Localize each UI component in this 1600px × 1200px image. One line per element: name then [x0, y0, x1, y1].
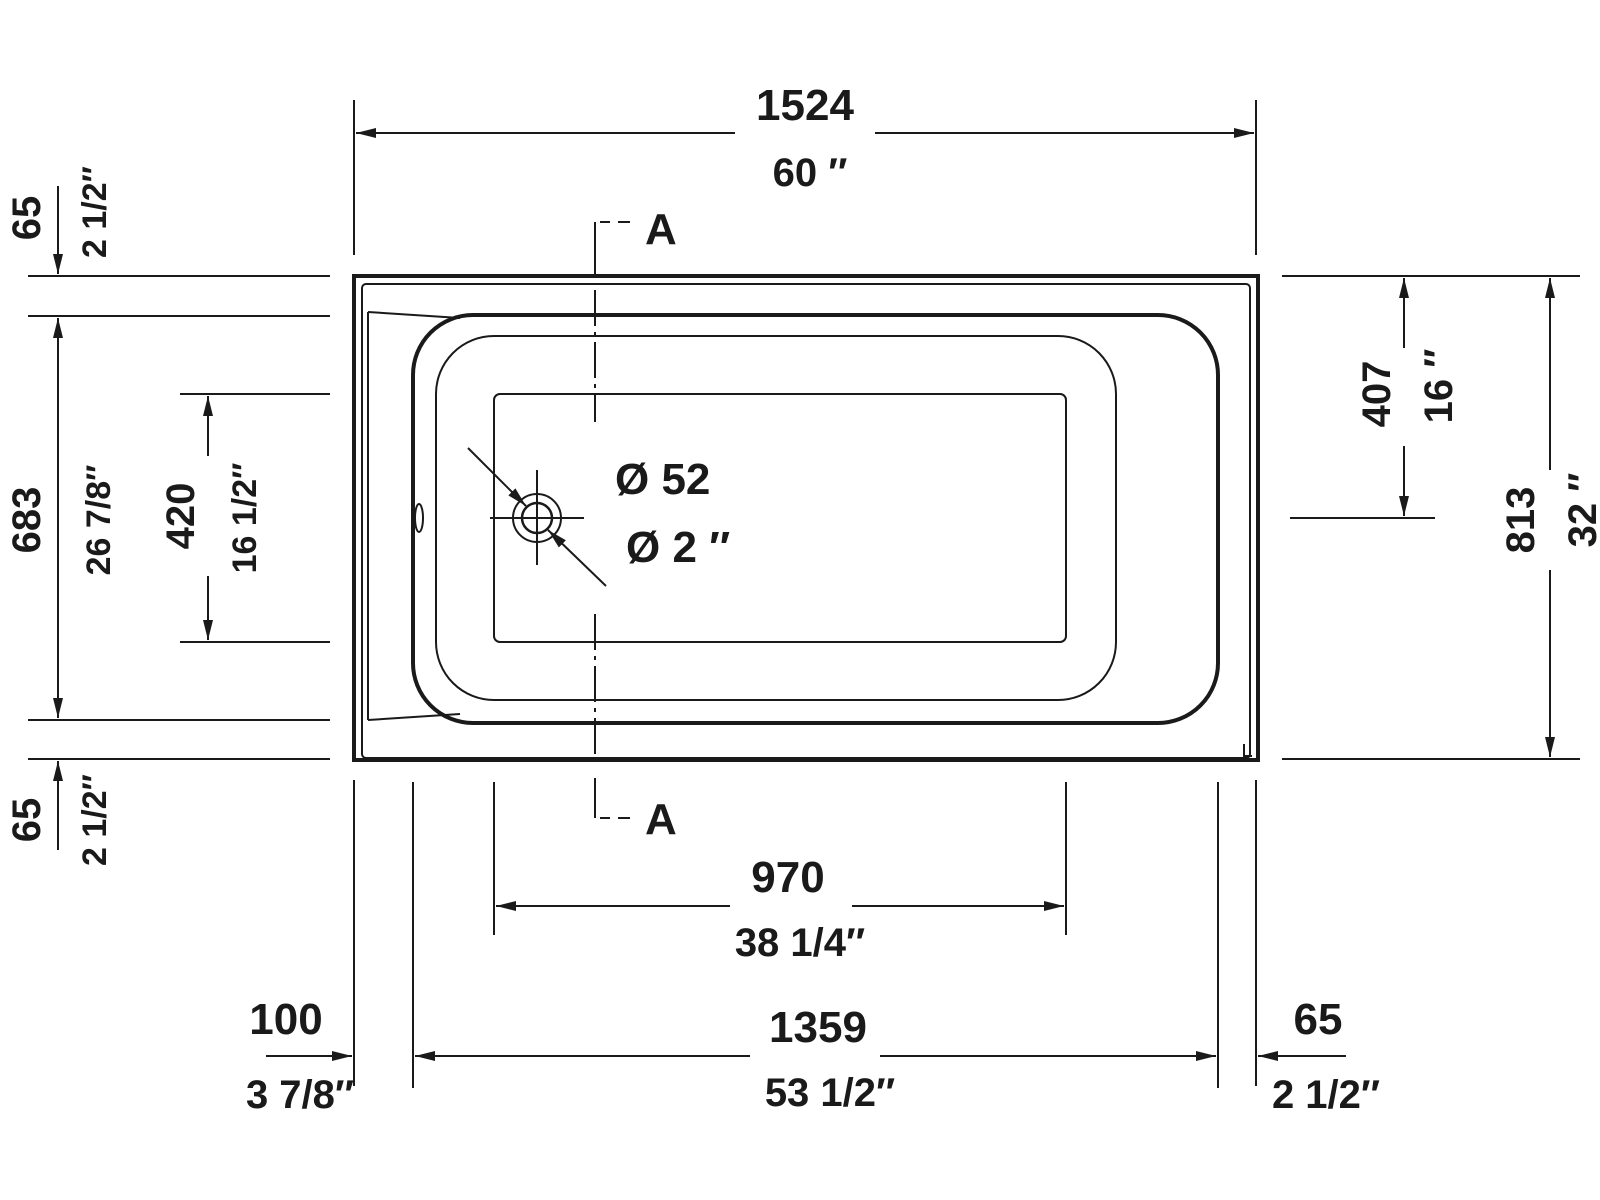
- dim-inner-depth: 683 26 7/8″: [5, 318, 118, 718]
- svg-text:683: 683: [5, 487, 49, 554]
- svg-text:65: 65: [1294, 995, 1343, 1044]
- dim-drain-offset: 407 16 ″: [1355, 278, 1461, 516]
- section-line-a: A A: [594, 205, 677, 844]
- svg-text:970: 970: [751, 853, 824, 902]
- svg-text:1524: 1524: [756, 81, 854, 130]
- overflow-icon: [414, 503, 424, 533]
- section-label-top: A: [645, 205, 677, 254]
- dim-overall-width: 1524 60 ″: [353, 81, 1257, 255]
- dim-right-rim: 65 2 1/2″: [1258, 995, 1380, 1117]
- dim-left-rim: 100 3 7/8″: [246, 995, 354, 1117]
- right-extension-lines: [1282, 275, 1580, 760]
- svg-text:813: 813: [1499, 487, 1543, 554]
- svg-text:65: 65: [5, 798, 49, 843]
- svg-text:38 1/4″: 38 1/4″: [735, 921, 865, 965]
- basin-outer: [411, 313, 1220, 725]
- svg-text:53 1/2″: 53 1/2″: [765, 1071, 895, 1115]
- svg-text:2 1/2″: 2 1/2″: [1272, 1073, 1380, 1117]
- dim-top-rim: 65 2 1/2″: [5, 166, 114, 274]
- outer-rim: [352, 274, 1260, 762]
- svg-text:1359: 1359: [769, 1003, 867, 1052]
- svg-text:16 ″: 16 ″: [1417, 349, 1461, 424]
- dim-bottom-rim: 65 2 1/2″: [5, 761, 114, 866]
- svg-text:2 1/2″: 2 1/2″: [76, 166, 114, 258]
- svg-text:3 7/8″: 3 7/8″: [246, 1073, 354, 1117]
- bottom-extension-lines: [353, 780, 1257, 1088]
- svg-text:60 ″: 60 ″: [773, 151, 848, 195]
- svg-text:16 1/2″: 16 1/2″: [226, 463, 264, 574]
- basin-inner: [435, 335, 1117, 701]
- left-extension-lines: [28, 275, 330, 760]
- dim-floor-length: 970 38 1/4″: [496, 853, 1064, 965]
- drain-diameter-in: Ø 2 ″: [626, 523, 730, 572]
- svg-text:420: 420: [159, 483, 203, 550]
- svg-text:2 1/2″: 2 1/2″: [76, 774, 114, 866]
- drain-diameter-mm: Ø 52: [615, 455, 710, 504]
- dim-floor-depth: 420 16 1/2″: [159, 396, 264, 640]
- svg-text:407: 407: [1355, 361, 1399, 428]
- svg-text:65: 65: [5, 196, 49, 241]
- dim-overall-depth: 813 32 ″: [1499, 278, 1600, 757]
- inner-rim: [361, 283, 1251, 759]
- headrest-edge-top: [367, 311, 461, 319]
- drain-icon: Ø 52 Ø 2 ″: [467, 447, 730, 587]
- section-label-bottom: A: [645, 795, 677, 844]
- dim-inner-length: 1359 53 1/2″: [415, 1003, 1216, 1115]
- svg-text:32 ″: 32 ″: [1561, 473, 1600, 548]
- svg-text:100: 100: [249, 995, 322, 1044]
- tub-outline: [352, 274, 1260, 762]
- svg-text:26 7/8″: 26 7/8″: [80, 465, 118, 576]
